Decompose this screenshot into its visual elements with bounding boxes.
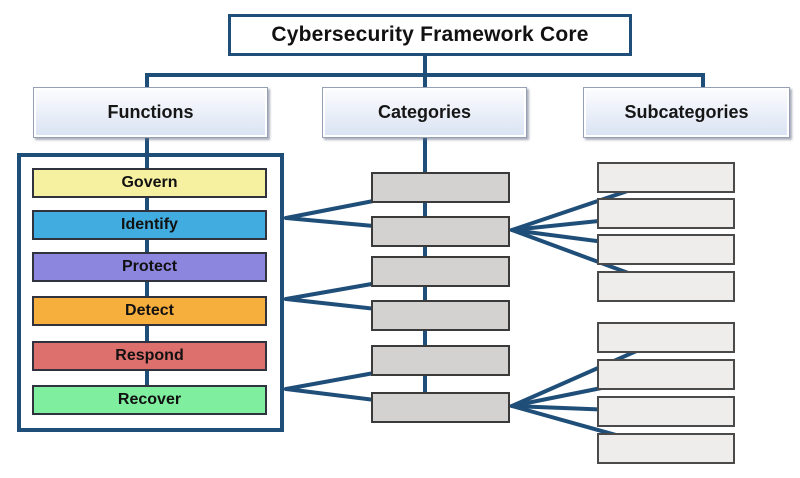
category-box-2 bbox=[371, 216, 510, 247]
function-box-respond: Respond bbox=[32, 341, 267, 371]
function-box-recover: Recover bbox=[32, 385, 267, 415]
category-box-4 bbox=[371, 300, 510, 331]
category-box-5 bbox=[371, 345, 510, 376]
category-box-3 bbox=[371, 256, 510, 287]
category-box-6 bbox=[371, 392, 510, 423]
subcategory-box-8 bbox=[597, 433, 735, 464]
header-functions: Functions bbox=[33, 87, 268, 138]
function-box-govern: Govern bbox=[32, 168, 267, 198]
subcategory-box-2 bbox=[597, 198, 735, 229]
subcategory-box-6 bbox=[597, 359, 735, 390]
header-subcategories: Subcategories bbox=[583, 87, 790, 138]
subcategory-box-7 bbox=[597, 396, 735, 427]
diagram-title: Cybersecurity Framework Core bbox=[228, 14, 632, 56]
subcategory-box-5 bbox=[597, 322, 735, 353]
subcategory-box-4 bbox=[597, 271, 735, 302]
function-box-protect: Protect bbox=[32, 252, 267, 282]
function-box-detect: Detect bbox=[32, 296, 267, 326]
category-box-1 bbox=[371, 172, 510, 203]
subcategory-box-1 bbox=[597, 162, 735, 193]
function-box-identify: Identify bbox=[32, 210, 267, 240]
header-branch-line bbox=[145, 73, 705, 89]
header-categories: Categories bbox=[322, 87, 527, 138]
subcategory-box-3 bbox=[597, 234, 735, 265]
